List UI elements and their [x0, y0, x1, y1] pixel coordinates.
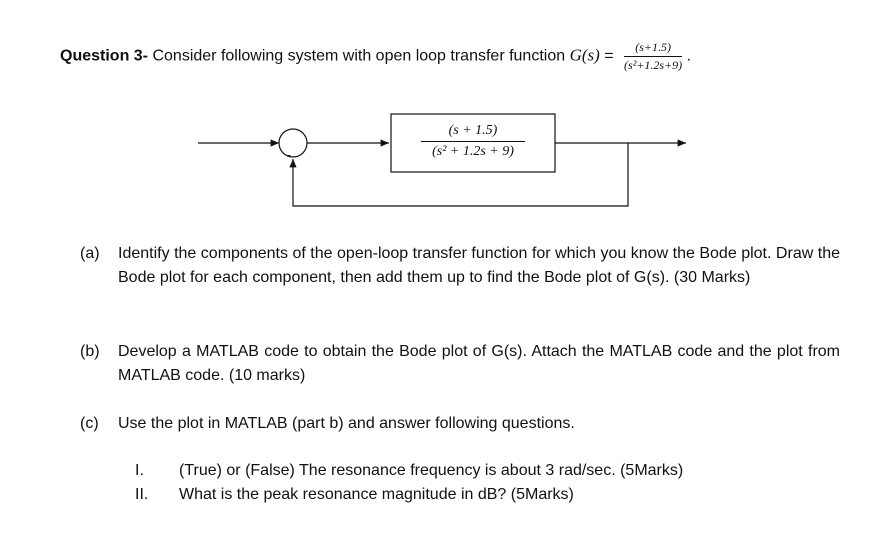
part-c-text: Use the plot in MATLAB (part b) and answ…	[118, 415, 575, 432]
block-transfer-function: (s + 1.5) (s² + 1.2s + 9)	[391, 114, 555, 172]
tf-denominator: (s²+1.2s+9)	[624, 58, 683, 72]
part-b-text: Develop a MATLAB code to obtain the Bode…	[118, 343, 840, 384]
part-a-label: (a)	[80, 245, 100, 262]
block-numerator: (s + 1.5)	[448, 123, 498, 138]
period: .	[686, 47, 692, 65]
summing-junction	[278, 128, 308, 158]
question-intro: Consider following system with open loop…	[152, 47, 566, 65]
part-a: (a) Identify the components of the open-…	[80, 242, 840, 290]
gs-symbol: G(s)	[569, 45, 600, 65]
block-fraction-bar	[421, 141, 525, 142]
item-text: (True) or (False) The resonance frequenc…	[179, 462, 684, 479]
item-number: II.	[135, 486, 149, 503]
equals-sign: =	[604, 47, 614, 65]
item-number: I.	[135, 462, 144, 479]
part-b: (b) Develop a MATLAB code to obtain the …	[80, 340, 840, 388]
tf-numerator: (s+1.5)	[624, 40, 683, 57]
part-a-text: Identify the components of the open-loop…	[118, 245, 840, 286]
part-b-label: (b)	[80, 343, 100, 360]
transfer-function-fraction: (s+1.5) (s²+1.2s+9)	[624, 40, 683, 73]
part-c: (c) Use the plot in MATLAB (part b) and …	[80, 412, 840, 436]
question-label: Question 3-	[60, 47, 149, 65]
summing-minus-sign: -	[287, 148, 291, 162]
block-denominator: (s² + 1.2s + 9)	[432, 144, 514, 159]
part-c-label: (c)	[80, 415, 99, 432]
item-text: What is the peak resonance magnitude in …	[179, 486, 574, 503]
question-line: Question 3- Consider following system wi…	[60, 40, 691, 73]
feedback-path	[289, 143, 629, 207]
